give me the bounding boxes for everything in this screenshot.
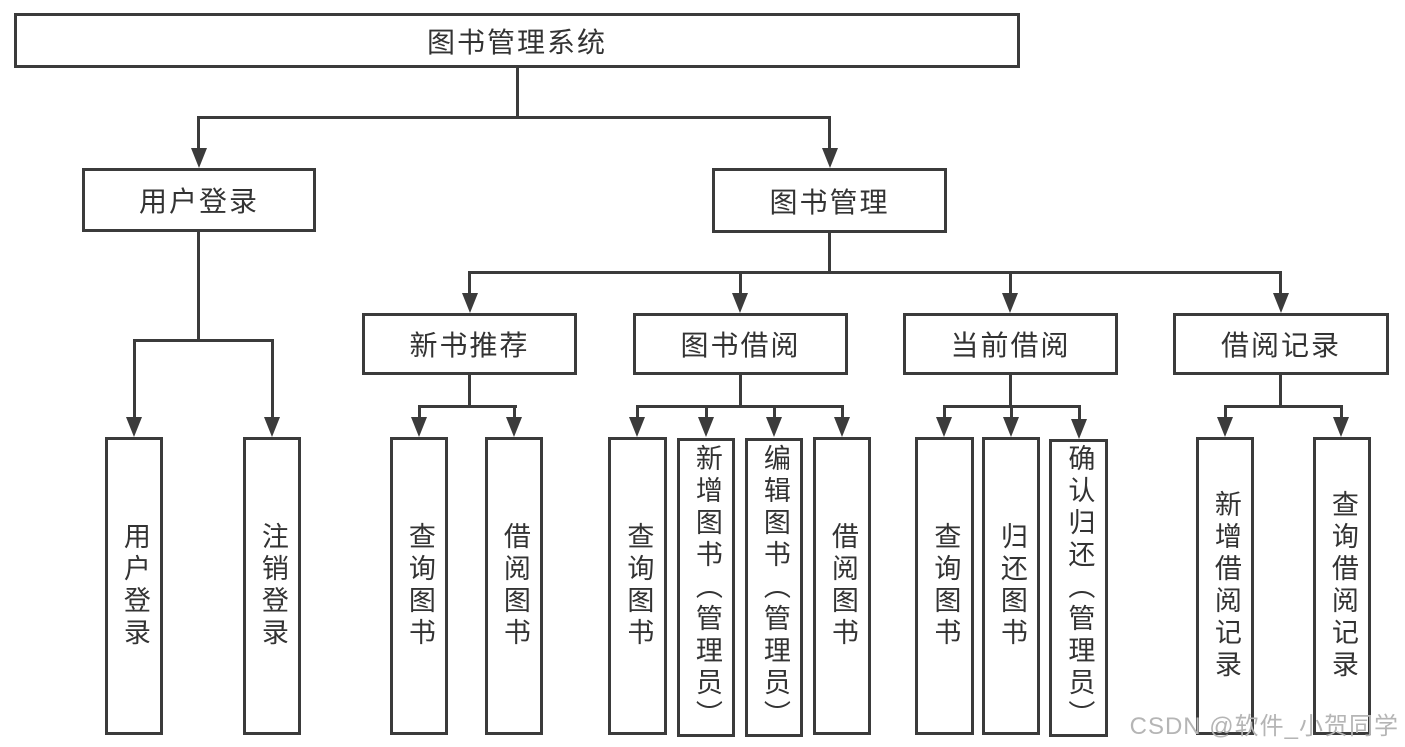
node-book-borrow: 图书借阅 xyxy=(633,313,848,375)
leaf-add-borrow-record: 新增借阅记录 xyxy=(1196,437,1254,735)
arrowhead-d2 xyxy=(1333,417,1349,437)
leaf-add-book-admin: 新增图书（管理员） xyxy=(677,438,735,737)
leaf-borrow-books-2: 借阅图书 xyxy=(813,437,871,735)
csdn-watermark: CSDN @软件_小贺同学 xyxy=(1129,713,1399,740)
node-current-borrow-label: 当前借阅 xyxy=(950,330,1071,361)
connector-new-book-bus xyxy=(418,405,517,408)
leaf-user-login-label: 用户登录 xyxy=(119,522,150,650)
connector-l2-bus xyxy=(197,116,831,119)
leaf-add-borrow-record-label: 新增借阅记录 xyxy=(1210,490,1241,682)
connector-drop-b3 xyxy=(773,405,776,421)
connector-l3-bus xyxy=(468,271,1282,274)
leaf-confirm-return-admin-label: 确认归还（管理员） xyxy=(1064,444,1095,732)
connector-borrow-record-stem xyxy=(1279,375,1282,407)
connector-drop-a1 xyxy=(418,405,421,421)
arrowhead-c3 xyxy=(1071,419,1087,439)
node-root: 图书管理系统 xyxy=(14,13,1020,68)
connector-drop-c2 xyxy=(1010,405,1013,421)
arrowhead-b1 xyxy=(629,417,645,437)
connector-drop-d2 xyxy=(1340,405,1343,421)
leaf-borrow-books-1: 借阅图书 xyxy=(485,437,543,735)
leaf-query-books-2-label: 查询图书 xyxy=(623,522,654,650)
leaf-query-books-3-label: 查询图书 xyxy=(930,522,961,650)
arrowhead-b2 xyxy=(698,417,714,437)
node-book-borrow-label: 图书借阅 xyxy=(680,330,801,361)
leaf-edit-book-admin: 编辑图书（管理员） xyxy=(745,438,803,737)
node-new-book-recommend-label: 新书推荐 xyxy=(409,330,530,361)
connector-drop-c1 xyxy=(943,405,946,421)
connector-drop-c3 xyxy=(1078,405,1081,423)
arrowhead-current-borrow xyxy=(1002,293,1018,313)
leaf-query-books-3: 查询图书 xyxy=(915,437,974,735)
connector-drop-current-borrow xyxy=(1009,271,1012,296)
leaf-query-books-1: 查询图书 xyxy=(390,437,448,735)
node-borrow-record-label: 借阅记录 xyxy=(1220,330,1341,361)
node-user-login: 用户登录 xyxy=(82,168,316,232)
leaf-return-books-label: 归还图书 xyxy=(996,522,1027,650)
arrowhead-b3 xyxy=(766,417,782,437)
leaf-query-borrow-record: 查询借阅记录 xyxy=(1313,437,1371,735)
node-borrow-record: 借阅记录 xyxy=(1173,313,1389,375)
arrowhead-new-book xyxy=(462,293,478,313)
leaf-confirm-return-admin: 确认归还（管理员） xyxy=(1049,439,1108,737)
arrowhead-a1 xyxy=(411,417,427,437)
connector-drop-d1 xyxy=(1224,405,1227,421)
connector-drop-a2 xyxy=(513,405,516,421)
connector-borrow-record-bus xyxy=(1224,405,1343,408)
connector-drop-b4 xyxy=(841,405,844,421)
arrowhead-leaf-logout xyxy=(264,417,280,437)
node-new-book-recommend: 新书推荐 xyxy=(362,313,577,375)
leaf-query-books-2: 查询图书 xyxy=(608,437,667,735)
connector-book-borrow-bus xyxy=(636,405,844,408)
leaf-logout-label: 注销登录 xyxy=(257,522,288,650)
arrowhead-book-management xyxy=(822,148,838,168)
connector-root-stem xyxy=(516,67,519,118)
leaf-borrow-books-2-label: 借阅图书 xyxy=(827,522,858,650)
connector-drop-book-management xyxy=(828,116,831,152)
connector-drop-b1 xyxy=(636,405,639,421)
connector-book-borrow-stem xyxy=(739,375,742,407)
arrowhead-d1 xyxy=(1217,417,1233,437)
arrowhead-b4 xyxy=(834,417,850,437)
arrowhead-leaf-user-login xyxy=(126,417,142,437)
node-book-management: 图书管理 xyxy=(712,168,947,233)
node-root-label: 图书管理系统 xyxy=(426,26,607,58)
connector-current-borrow-stem xyxy=(1009,375,1012,407)
leaf-edit-book-admin-label: 编辑图书（管理员） xyxy=(759,443,790,732)
connector-drop-user-login xyxy=(197,116,200,152)
leaf-user-login: 用户登录 xyxy=(105,437,163,735)
node-user-login-label: 用户登录 xyxy=(138,186,259,217)
leaf-add-book-admin-label: 新增图书（管理员） xyxy=(691,443,722,732)
arrowhead-c1 xyxy=(936,417,952,437)
connector-drop-b2 xyxy=(705,405,708,421)
arrowhead-borrow-record xyxy=(1273,293,1289,313)
connector-drop-borrow-record xyxy=(1279,271,1282,296)
connector-user-bus xyxy=(133,339,274,342)
arrowhead-a2 xyxy=(506,417,522,437)
node-current-borrow: 当前借阅 xyxy=(903,313,1118,375)
connector-user-login-stem xyxy=(197,231,200,341)
connector-drop-leaf-logout xyxy=(271,339,274,421)
arrowhead-book-borrow xyxy=(732,293,748,313)
leaf-query-books-1-label: 查询图书 xyxy=(404,522,435,650)
leaf-return-books: 归还图书 xyxy=(982,437,1040,735)
node-book-management-label: 图书管理 xyxy=(769,186,890,218)
arrowhead-c2 xyxy=(1003,417,1019,437)
connector-book-management-stem xyxy=(828,233,831,273)
leaf-logout: 注销登录 xyxy=(243,437,301,735)
leaf-query-borrow-record-label: 查询借阅记录 xyxy=(1327,490,1358,682)
arrowhead-user-login xyxy=(191,148,207,168)
connector-drop-book-borrow xyxy=(739,271,742,296)
leaf-borrow-books-1-label: 借阅图书 xyxy=(499,522,530,650)
connector-new-book-stem xyxy=(468,375,471,407)
connector-drop-leaf-user-login xyxy=(133,339,136,421)
connector-drop-new-book xyxy=(468,271,471,296)
